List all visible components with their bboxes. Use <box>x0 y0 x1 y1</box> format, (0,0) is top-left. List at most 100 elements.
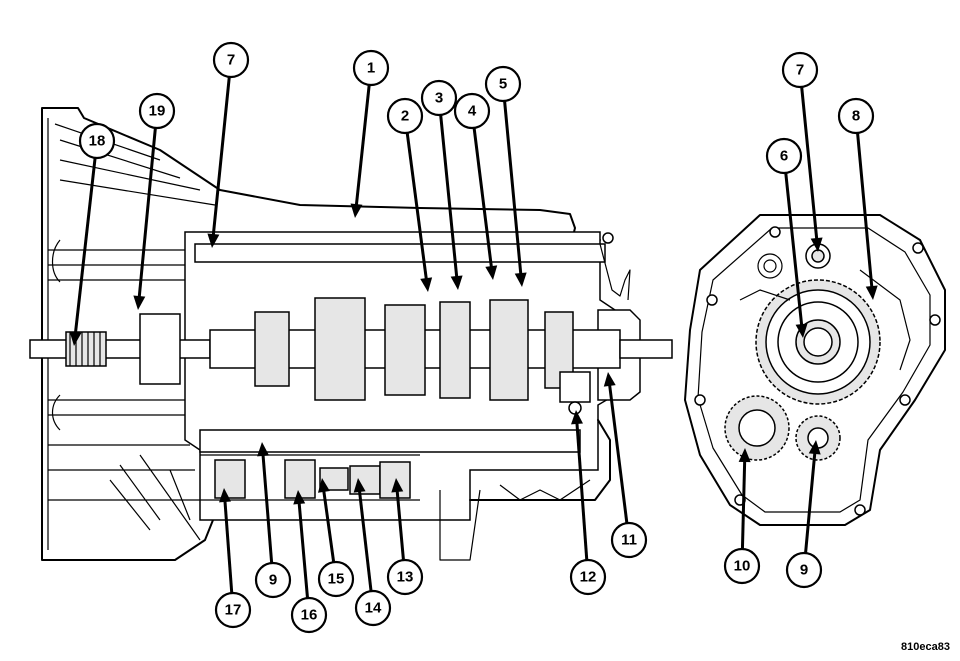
callout-label: 7 <box>796 62 804 79</box>
callout-label: 18 <box>89 133 106 150</box>
callout-label: 15 <box>328 571 345 588</box>
callout-arrowhead <box>571 410 583 425</box>
callout-10: 10 <box>723 448 761 585</box>
callout-leader <box>321 487 336 563</box>
callout-label: 8 <box>852 108 860 125</box>
callout-label: 12 <box>580 569 597 586</box>
callout-arrowhead <box>391 478 404 493</box>
callout-leader <box>503 100 523 278</box>
transmission-cross-section <box>29 107 673 561</box>
callout-circle <box>569 558 607 596</box>
callout-circle <box>484 65 522 103</box>
callout-7: 7 <box>207 41 250 248</box>
callout-circle <box>352 49 390 87</box>
callout-leader <box>357 487 373 592</box>
callout-label: 14 <box>365 600 382 617</box>
gear-a <box>254 311 290 387</box>
callout-label: 1 <box>367 60 375 77</box>
callout-19: 19 <box>133 92 176 310</box>
callout-circle <box>214 591 252 629</box>
callout-label: 2 <box>401 108 409 125</box>
callout-arrowhead <box>293 490 306 505</box>
callout-arrowhead <box>317 478 330 493</box>
callout-leader <box>73 157 97 337</box>
callout-circle <box>212 41 250 79</box>
callout-circle <box>290 596 328 634</box>
callout-arrowhead <box>485 265 498 280</box>
callout-2: 2 <box>386 97 433 292</box>
callout-leader <box>223 497 234 594</box>
callout-label: 6 <box>780 148 788 165</box>
input-splines <box>65 331 107 367</box>
callout-7: 7 <box>781 51 823 252</box>
callout-circle <box>254 561 292 599</box>
callout-arrowhead <box>514 272 527 287</box>
callout-leader <box>472 127 494 271</box>
callout-16: 16 <box>290 490 328 634</box>
callout-12: 12 <box>569 410 607 596</box>
callout-leader <box>261 451 274 564</box>
gear-d <box>439 301 471 399</box>
callout-label: 7 <box>227 52 235 69</box>
callout-arrowhead <box>450 275 463 290</box>
callout-label: 10 <box>734 558 751 575</box>
callout-leader <box>395 487 405 561</box>
callout-6: 6 <box>765 137 808 338</box>
input-shaft <box>29 339 211 359</box>
callout-arrowhead <box>808 440 821 455</box>
callout-label: 9 <box>269 572 277 589</box>
callout-label: 5 <box>499 76 507 93</box>
callout-label: 11 <box>621 532 637 549</box>
callout-arrowhead <box>257 442 270 457</box>
callout-5: 5 <box>484 65 527 287</box>
callout-circle <box>420 79 458 117</box>
end-case-outline <box>684 214 946 526</box>
case-end-view <box>684 214 946 526</box>
callout-arrowhead <box>738 448 751 463</box>
callout-leader <box>405 132 429 283</box>
callout-17: 17 <box>214 488 252 629</box>
callout-leader <box>137 127 157 301</box>
figure-code: 810eca83 <box>901 641 950 653</box>
callout-15: 15 <box>317 478 355 598</box>
callout-circle <box>781 51 819 89</box>
callout-label: 16 <box>301 607 318 624</box>
callout-leader <box>800 86 819 243</box>
gear-b <box>314 297 366 401</box>
callout-circle <box>785 551 823 589</box>
callout-leader <box>804 449 817 554</box>
callout-label: 9 <box>800 562 808 579</box>
callout-13: 13 <box>386 478 424 596</box>
callout-11: 11 <box>603 372 648 559</box>
callout-leader <box>607 381 629 524</box>
callout-8: 8 <box>837 97 878 300</box>
callout-circle <box>317 560 355 598</box>
countershaft <box>199 429 581 453</box>
callout-label: 13 <box>397 569 414 586</box>
callout-leader <box>211 76 231 239</box>
callout-arrowhead <box>603 372 616 387</box>
shift-rail <box>194 243 606 263</box>
callout-label: 19 <box>149 103 166 120</box>
callout-circle <box>837 97 875 135</box>
callout-circle <box>138 92 176 130</box>
callout-leader <box>784 172 804 329</box>
callout-arrowhead <box>133 295 146 310</box>
callout-9: 9 <box>785 440 823 589</box>
callout-circle <box>386 558 424 596</box>
callout-circle <box>610 521 648 559</box>
callout-18: 18 <box>69 122 116 346</box>
callout-arrowhead <box>865 285 878 300</box>
callout-arrowhead <box>420 277 433 292</box>
callout-arrowhead <box>353 478 366 493</box>
callout-label: 3 <box>435 90 443 107</box>
callout-arrowhead <box>810 237 823 252</box>
callout-4: 4 <box>453 92 498 280</box>
callout-14: 14 <box>353 478 392 627</box>
gear-c <box>384 304 426 396</box>
callout-arrowhead <box>219 488 232 503</box>
callout-leader <box>439 114 459 281</box>
callout-leader <box>297 499 310 599</box>
callout-leader <box>354 84 371 209</box>
